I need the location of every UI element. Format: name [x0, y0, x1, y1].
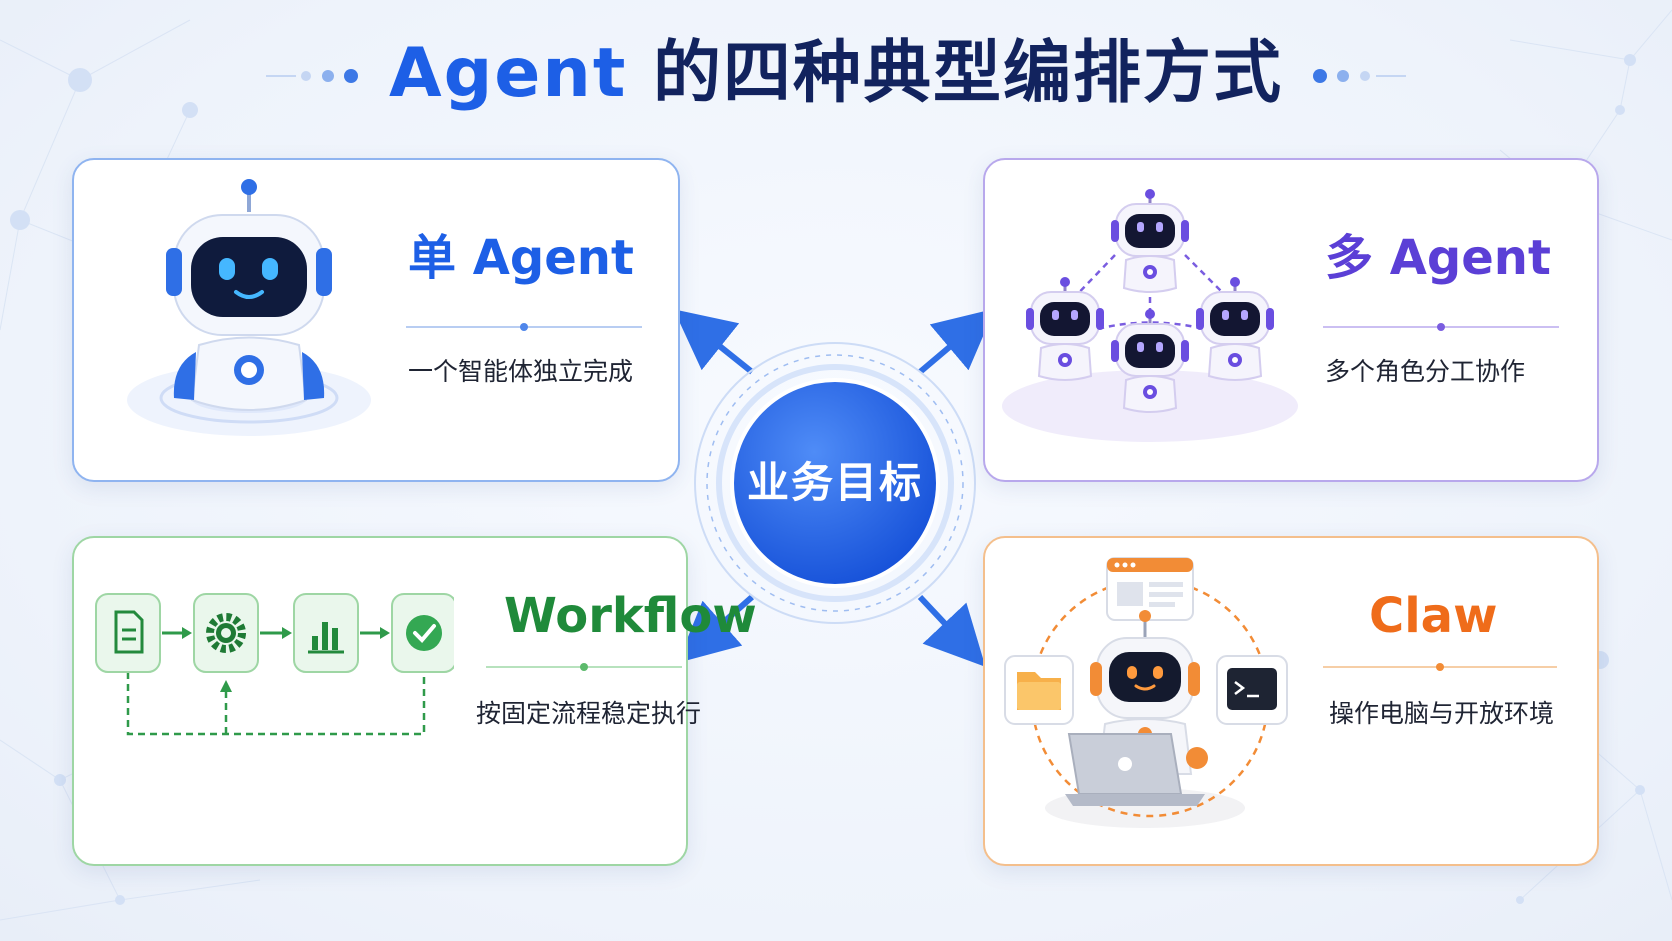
center-label: 业务目标 [746, 458, 923, 507]
card-single-agent: 单 Agent 一个智能体独立完成 [72, 158, 680, 482]
bar-chart-icon [293, 593, 359, 673]
divider-workflow [486, 663, 682, 671]
card-desc-single: 一个智能体独立完成 [408, 357, 634, 386]
workflow-diagram [95, 593, 454, 736]
card-desc-multi: 多个角色分工协作 [1325, 357, 1526, 386]
divider-claw [1323, 663, 1557, 671]
card-claw: Claw 操作电脑与开放环境 [983, 536, 1599, 866]
divider-multi [1323, 323, 1559, 331]
browser-window-icon [1106, 557, 1194, 621]
card-workflow: Workflow 按固定流程稳定执行 [72, 536, 757, 866]
robot-icon [1111, 189, 1189, 293]
robot-icon [127, 179, 371, 436]
arrow-to-claw [917, 594, 986, 667]
card-multi-agent: 多 Agent 多个角色分工协作 [983, 158, 1599, 482]
robot-icon [1196, 277, 1274, 381]
terminal-icon [1216, 655, 1288, 725]
gear-icon [193, 593, 259, 673]
card-title-workflow: Workflow [504, 588, 757, 644]
robot-icon [1026, 277, 1104, 381]
claw-illustration [1004, 557, 1288, 828]
page-title: Agent 的四种典型编排方式 [0, 34, 1672, 114]
card-desc-claw: 操作电脑与开放环境 [1329, 699, 1555, 728]
arrow-to-multi [918, 308, 995, 375]
title-dots-left [266, 69, 358, 83]
multi-agent-network [1002, 189, 1298, 442]
check-icon [391, 593, 454, 673]
document-icon [95, 593, 161, 673]
card-title-claw: Claw [1369, 588, 1498, 644]
title-dots-right [1313, 69, 1406, 83]
arrow-to-single [673, 309, 754, 375]
title-rest: 的四种典型编排方式 [627, 34, 1284, 113]
arrow-to-workflow [677, 594, 754, 663]
robot-icon [1111, 309, 1189, 413]
center-hub [694, 342, 976, 624]
divider-single [406, 323, 642, 331]
card-title-multi: 多 Agent [1325, 230, 1551, 286]
card-desc-workflow: 按固定流程稳定执行 [476, 699, 702, 728]
card-title-single: 单 Agent [408, 230, 634, 286]
title-accent: Agent [388, 34, 628, 113]
folder-icon [1004, 655, 1074, 725]
laptop-icon [1065, 733, 1205, 806]
